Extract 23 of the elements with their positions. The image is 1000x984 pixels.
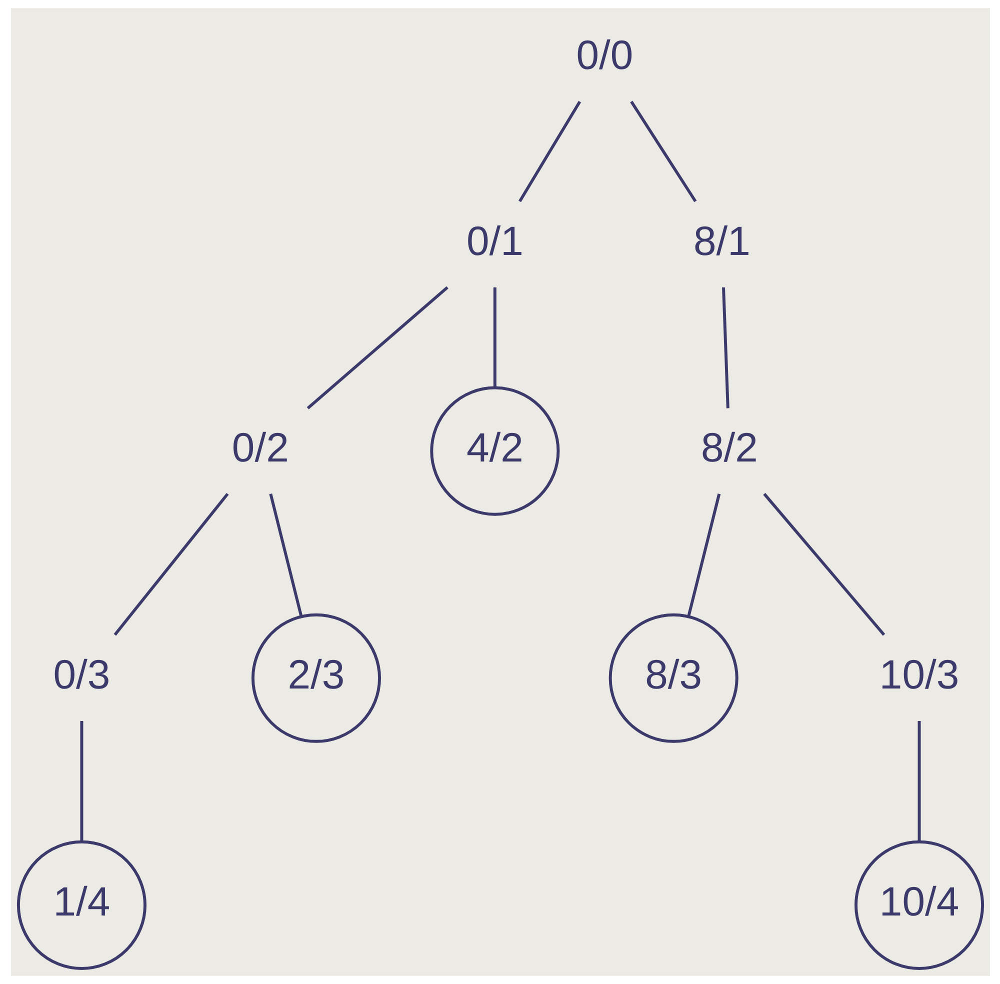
node-text: 8/2: [700, 424, 758, 470]
node-text: 10/3: [878, 652, 959, 698]
connector: [306, 286, 448, 410]
node-text: 0/1: [466, 218, 523, 264]
connector: [492, 287, 496, 388]
connector: [113, 492, 228, 636]
node-circle: 8/3: [608, 613, 738, 743]
node-text: 0/2: [231, 424, 288, 470]
node-circle: 4/2: [430, 386, 560, 516]
node-circle: 10/4: [854, 840, 984, 970]
node-circle: 2/3: [250, 613, 380, 743]
connector: [80, 720, 83, 842]
node-text: 0/3: [52, 652, 110, 698]
connector: [917, 720, 920, 842]
connector: [518, 100, 581, 202]
connector: [722, 287, 729, 408]
connector: [268, 494, 302, 617]
connector: [686, 494, 720, 617]
node-circle: 1/4: [16, 840, 146, 970]
connector: [630, 100, 696, 202]
node-text: 0/0: [576, 32, 633, 78]
node-text: 8/1: [693, 218, 750, 264]
connector: [762, 492, 885, 636]
